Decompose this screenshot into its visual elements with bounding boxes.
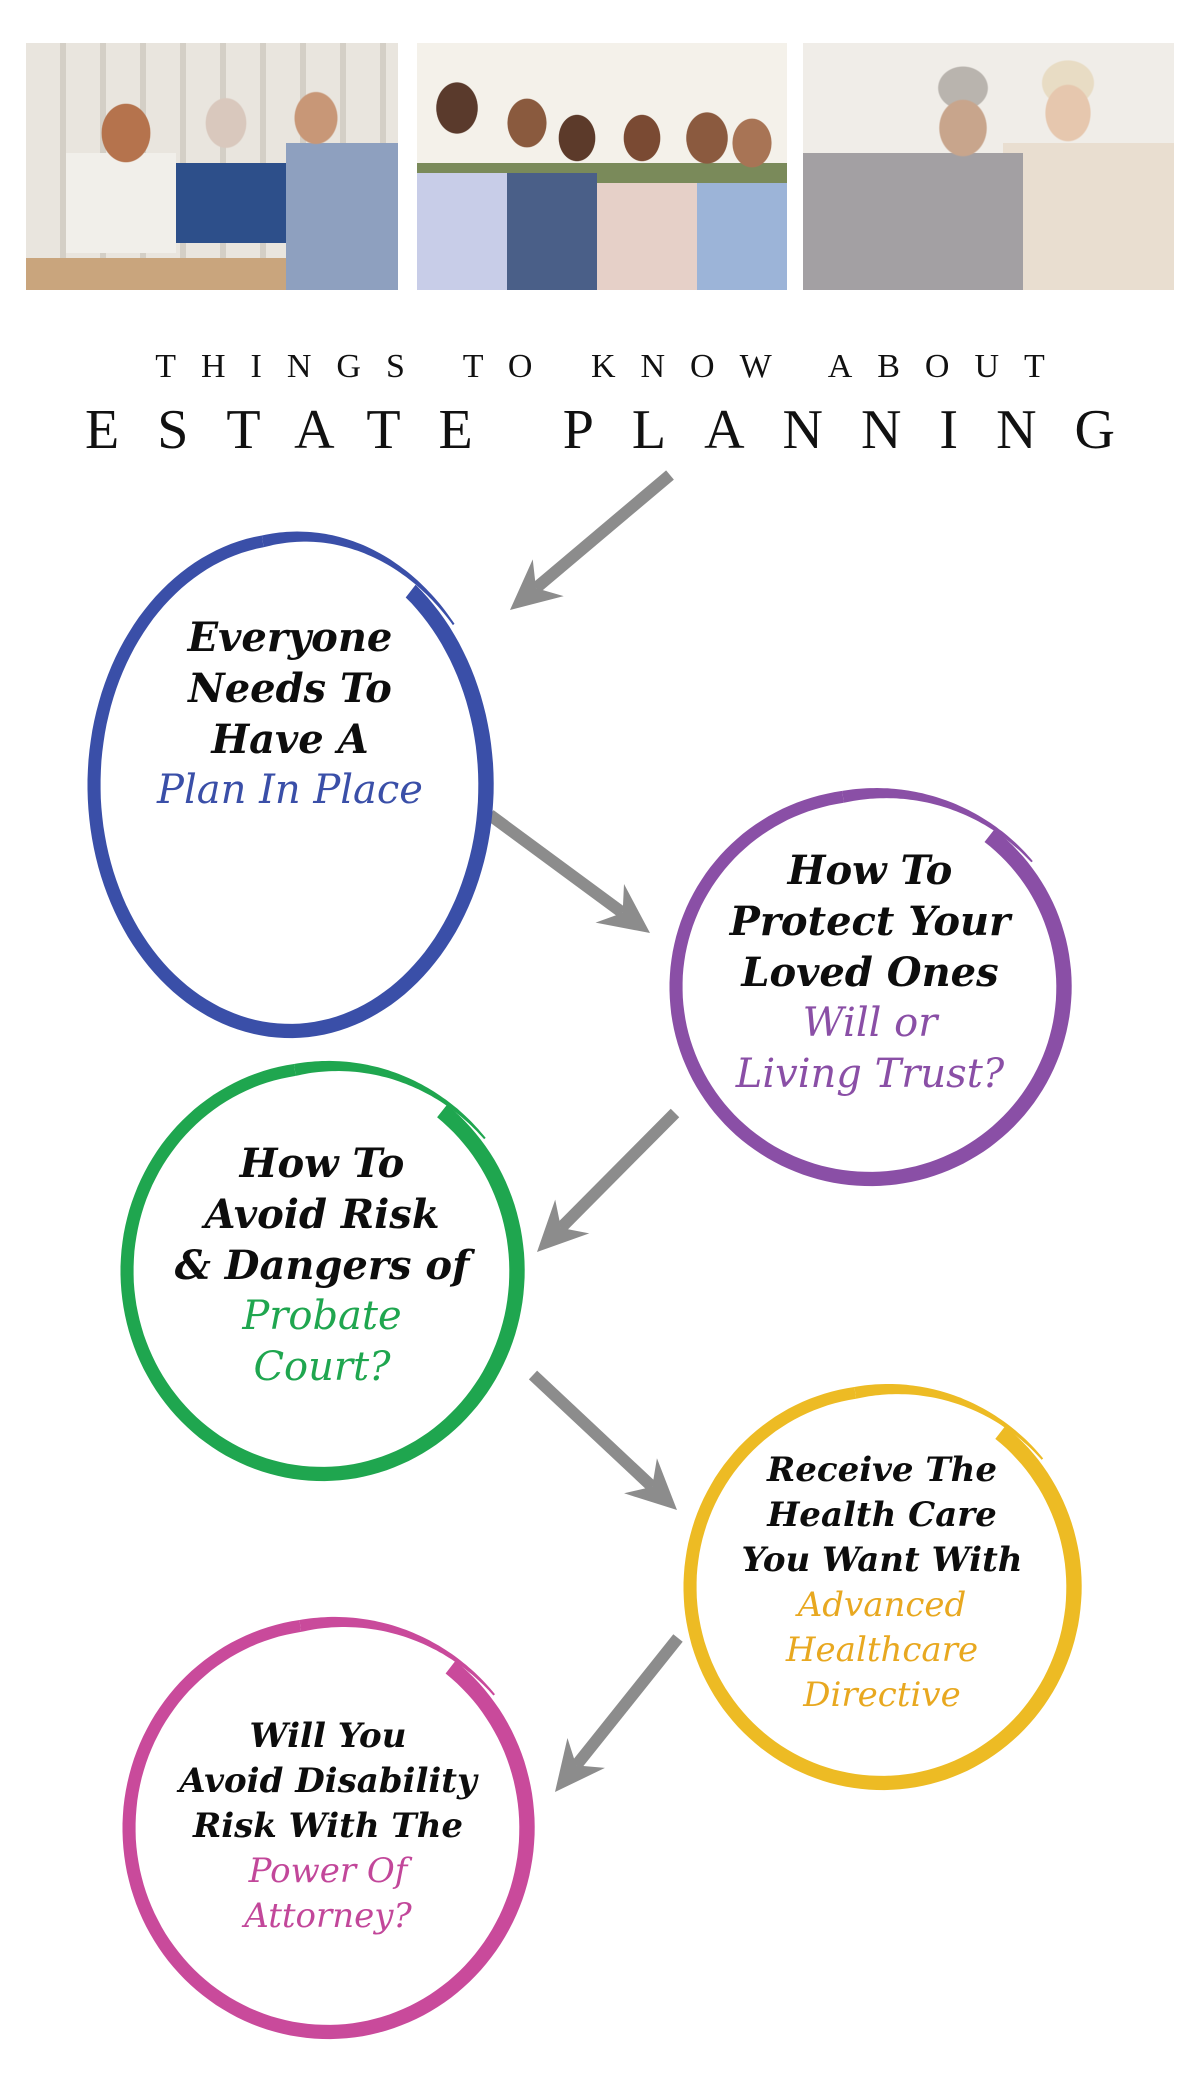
step-highlight: Will or [802,1000,938,1046]
arrow-2 [486,810,650,933]
step-highlight: Plan In Place [157,767,423,813]
rings [87,531,1082,2040]
photo-couple-signing [803,43,1174,290]
ring-tail [299,1616,495,1696]
step-line: How To [787,847,953,894]
ring-probate-court [120,1060,525,1482]
step-line: Protect Your [729,898,1011,945]
ring-power-of-attorney [122,1616,535,2040]
step-line: Everyone [187,614,393,661]
arrow-3 [537,1108,680,1252]
step-highlight: Power Of [248,1851,408,1891]
step-line: Will You [249,1716,407,1756]
ring-tail [294,1060,486,1140]
arrow-head [510,559,564,610]
step-line: Avoid Risk [204,1191,440,1238]
step-line: How To [239,1140,405,1187]
arrow-4 [528,1370,677,1510]
photo-family [417,43,787,290]
step-highlight: Court? [253,1344,391,1390]
step-highlight: Healthcare [785,1630,979,1670]
arrow-1 [510,470,674,610]
page-title: ESTATE PLANNING [85,399,1153,461]
step-line: Have A [211,716,369,763]
arrow-5 [555,1634,683,1792]
arrow-shaft [486,810,627,918]
step-line: Needs To [188,665,392,712]
step-highlight: Attorney? [244,1896,412,1936]
arrows [486,470,683,1792]
arrow-shaft [556,1108,680,1233]
arrow-shaft [528,1370,657,1492]
arrow-head [555,1737,605,1792]
arrow-head [624,1458,677,1510]
step-highlight: Living Trust? [735,1051,1005,1097]
step-line: & Dangers of [174,1242,470,1289]
step-highlight: Directive [803,1675,961,1715]
arrow-shaft [571,1634,683,1770]
ring-healthcare-directive [683,1384,1082,1791]
step-line: Risk With The [192,1806,464,1846]
photo-advisor-meeting [26,43,398,290]
step-line: Receive The [766,1450,997,1490]
ring-will-or-trust [669,788,1072,1187]
arrow-head [537,1199,590,1252]
step-line: Loved Ones [741,949,999,996]
step-line: You Want With [741,1540,1023,1580]
arrow-head [595,884,650,933]
step-line: Avoid Disability [179,1761,477,1801]
step-highlight: Probate [242,1293,402,1339]
ring-tail [854,1384,1044,1460]
step-line: Health Care [767,1495,997,1535]
ring-tail [842,788,1033,863]
ring-tail [261,531,455,626]
arrow-shaft [532,470,674,593]
title-kicker: THINGS TO KNOW ABOUT [155,348,1070,385]
ring-plan-in-place [87,531,494,1039]
step-highlight: Advanced [797,1585,967,1625]
